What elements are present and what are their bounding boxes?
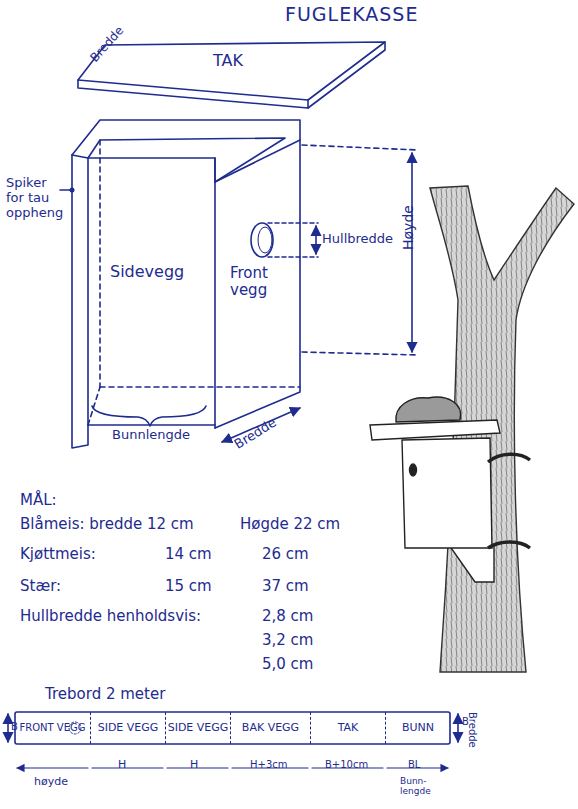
callout-text: Spiker for tau oppheng	[6, 176, 64, 221]
title: FUGLEKASSE	[285, 4, 418, 26]
part-name: SIDE VEGG	[98, 722, 159, 735]
board-part: SIDE VEGG	[90, 712, 165, 744]
part-name: BUNN	[402, 722, 434, 735]
table-cell: Stær:	[20, 578, 61, 595]
dimension-label: Høyde	[400, 205, 416, 250]
board-part: TAK	[310, 712, 385, 744]
part-name: BAK VEGG	[242, 722, 299, 735]
table-cell: 15 cm	[165, 578, 212, 595]
dimension-label: Bredde	[467, 712, 479, 748]
dimension-label: Hullbredde	[322, 232, 393, 247]
part-name: Front vegg	[230, 265, 290, 300]
part-name: Bredde	[88, 24, 127, 65]
dimension-label: BL	[408, 759, 420, 771]
dimension-label: H	[190, 759, 198, 772]
dimension-label: B+10cm	[325, 759, 368, 771]
dimension-label: H	[118, 759, 126, 772]
table-cell: Kjøttmeis:	[20, 546, 96, 563]
table-cell: 26 cm	[262, 546, 309, 563]
front-wall-face: Front vegg	[216, 185, 300, 390]
part-name: SIDE VEGG	[168, 722, 229, 735]
heading: MÅL:	[20, 492, 57, 509]
table-cell: 3,2 cm	[262, 632, 313, 649]
dimension-label: Bunn- lengde	[400, 776, 445, 797]
board-part: SIDE VEGG	[165, 712, 230, 744]
table-cell: Høgde 22 cm	[240, 516, 340, 533]
table-cell: 37 cm	[262, 578, 309, 595]
board-part: BAK VEGG	[230, 712, 310, 744]
table-cell: 2,8 cm	[262, 608, 313, 625]
board-part: FRONT VEGG	[15, 712, 90, 744]
table-cell: 5,0 cm	[262, 656, 313, 673]
table-cell: 14 cm	[165, 546, 212, 563]
table-cell: Hullbredde henholdsvis:	[20, 608, 201, 625]
dimension-label: H+3cm	[250, 759, 288, 771]
board-part: BUNN	[385, 712, 450, 744]
side-wall-face: Sidevegg	[88, 158, 215, 425]
part-name: FRONT VEGG	[20, 722, 86, 734]
part-name: TAK	[213, 52, 243, 70]
dimension-label: B	[11, 721, 18, 733]
dimension-label: Bunnlengde	[112, 428, 190, 443]
dimension-label: Bredde	[232, 415, 279, 452]
part-name: Sidevegg	[110, 263, 184, 281]
lid-panel: BreddeTAK	[78, 42, 385, 108]
table-cell: Blåmeis: bredde 12 cm	[20, 516, 194, 533]
wood-board: Trebord 2 meterFRONT VEGG SIDE VEGG SIDE V…	[15, 686, 450, 744]
part-name: TAK	[338, 722, 359, 735]
dimension-label: høyde	[34, 776, 68, 789]
part-name: Trebord 2 meter	[45, 686, 165, 703]
